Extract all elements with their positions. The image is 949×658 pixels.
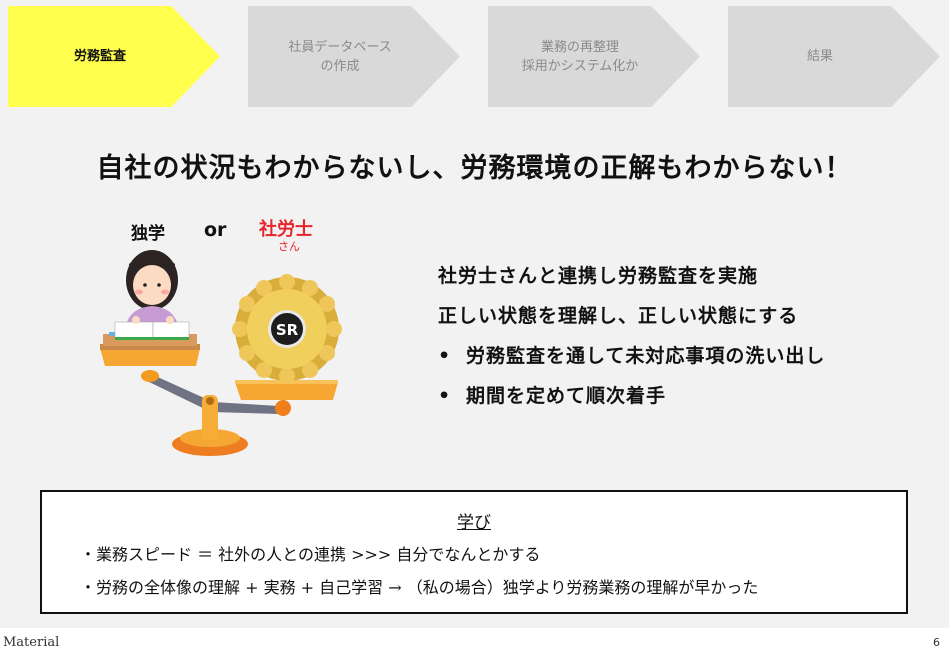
bullet-text: 期間を定めて順次着手 xyxy=(466,385,667,407)
learning-item: ・業務スピード ＝ 社外の人との連携 >>> 自分でなんとかする xyxy=(80,545,541,564)
point-line-2: 正しい状態を理解し、正しい状態にする xyxy=(438,305,799,327)
bullet-icon: • xyxy=(438,385,452,407)
step-label: 業務の再整理 採用かシステム化か xyxy=(521,39,639,74)
or-label: or xyxy=(204,219,227,241)
step-label: 労務監査 xyxy=(73,49,126,64)
sharoushi-sub-label: さん xyxy=(278,240,300,253)
bullet-icon: • xyxy=(438,345,452,367)
girl-face-icon xyxy=(133,265,171,305)
step-label: 社員データベース の作成 xyxy=(288,39,392,74)
self-study-label: 独学 xyxy=(131,224,165,244)
bullet-item: • 労務監査を通して未対応事項の洗い出し xyxy=(438,340,825,380)
step-employee-database: 社員データベース の作成 xyxy=(248,6,460,107)
slide: 労務監査 社員データベース の作成 業務の再整理 採用かシステム化か 結果 自社… xyxy=(0,0,949,628)
learning-title: 学び xyxy=(457,513,491,533)
footer-brand: Material xyxy=(3,635,60,650)
step-label: 結果 xyxy=(806,49,833,64)
point-line-1: 社労士さんと連携し労務監査を実施 xyxy=(438,265,759,287)
learning-box: 学び ・業務スピード ＝ 社外の人との連携 >>> 自分でなんとかする ・労務の… xyxy=(40,490,908,614)
step-labor-audit: 労務監査 xyxy=(8,6,220,107)
sharoushi-label: 社労士 xyxy=(259,219,313,240)
bullet-text: 労務監査を通して未対応事項の洗い出し xyxy=(466,345,826,367)
step-result: 結果 xyxy=(728,6,940,107)
scale-beam-icon xyxy=(145,374,279,414)
headline: 自社の状況もわからないし、労務環境の正解もわからない！ xyxy=(96,153,853,184)
key-points: 社労士さんと連携し労務監査を実施 正しい状態を理解し、正しい状態にする • 労務… xyxy=(438,260,825,420)
bullet-item: • 期間を定めて順次着手 xyxy=(438,380,825,420)
step-reorganize-work: 業務の再整理 採用かシステム化か xyxy=(488,6,700,107)
page-number: 6 xyxy=(933,636,940,649)
svg-text:SR: SR xyxy=(276,321,299,339)
learning-item: ・労務の全体像の理解 + 実務 + 自己学習 → （私の場合）独学より労務業務の… xyxy=(80,578,759,597)
balance-scale-illustration: SR xyxy=(100,250,342,456)
sr-badge-icon: SR xyxy=(232,274,342,384)
